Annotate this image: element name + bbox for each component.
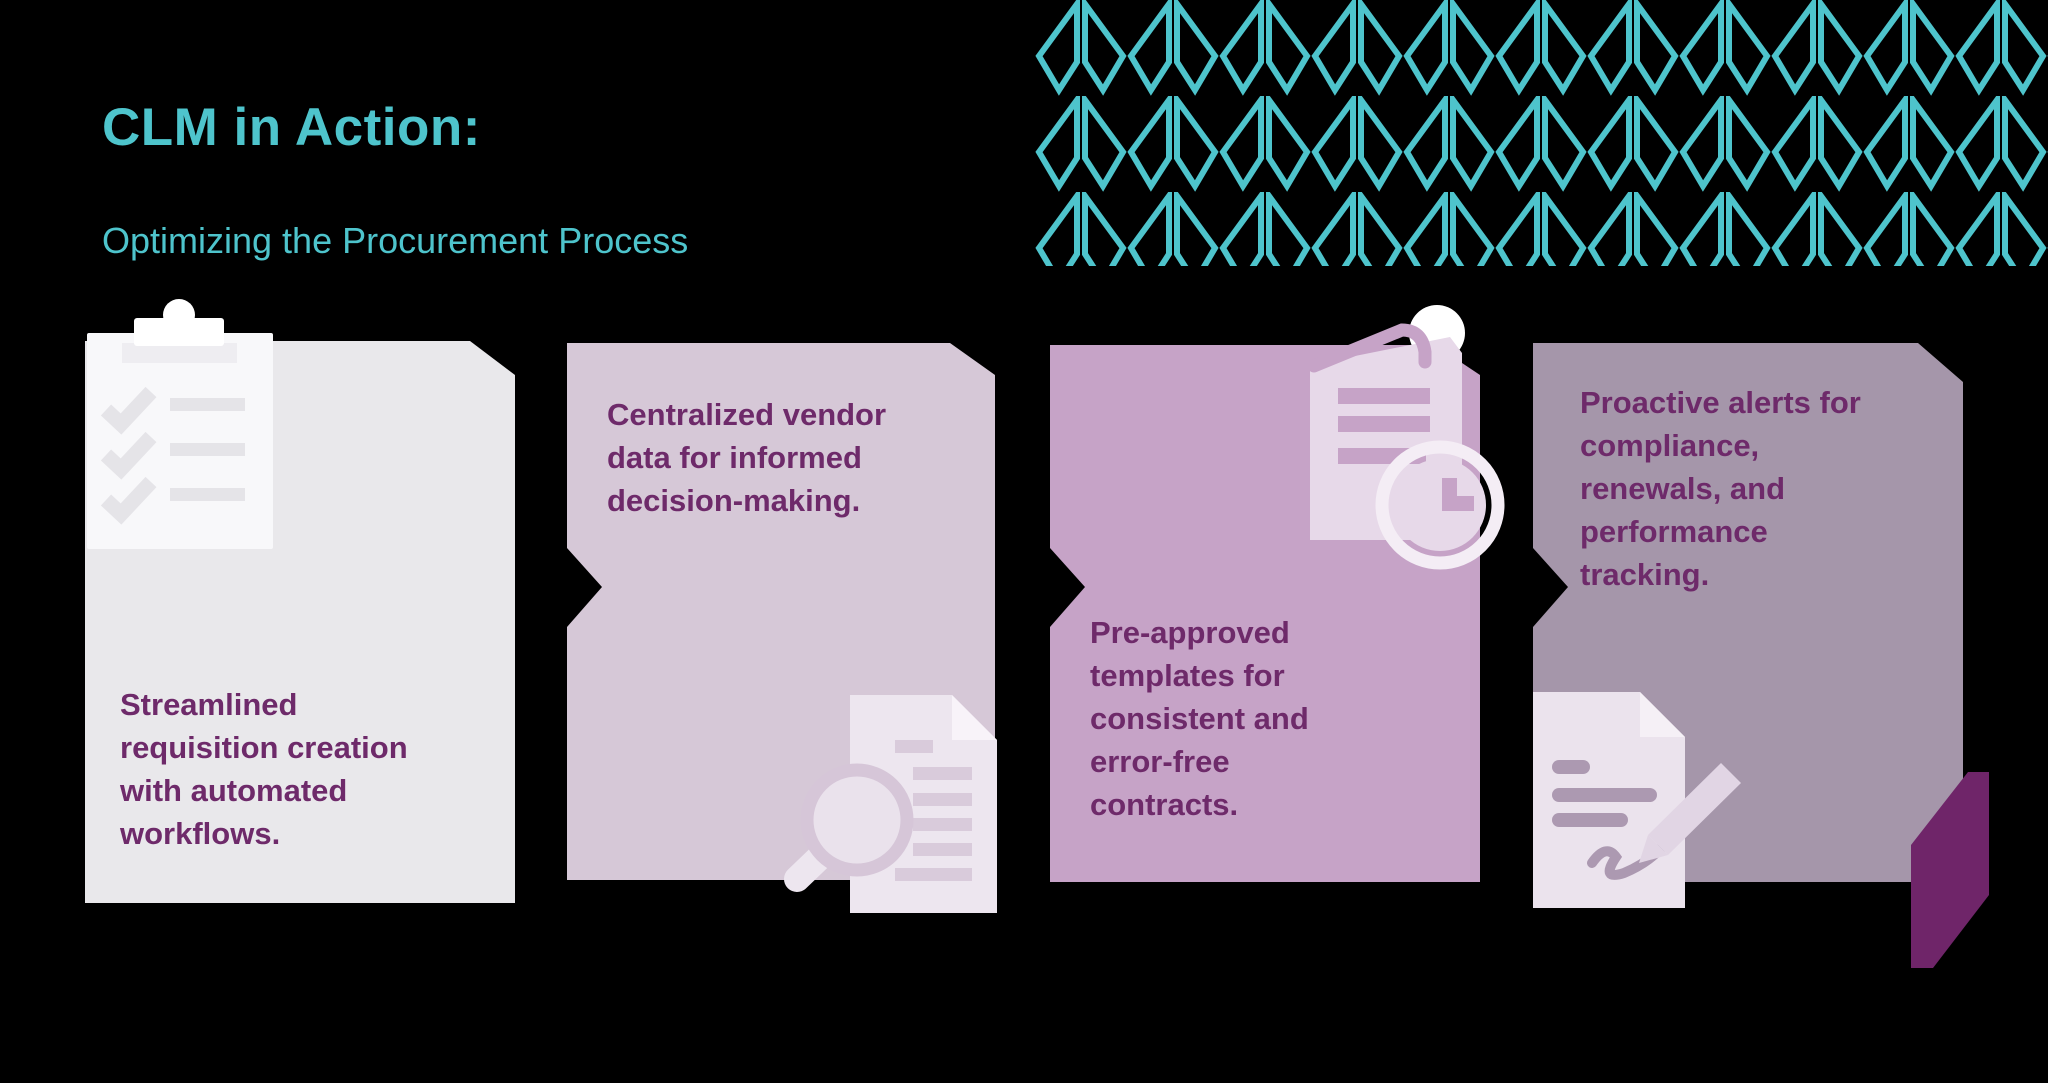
card-text: Streamlined requisition creation with au… bbox=[120, 687, 408, 851]
card-text: Centralized vendor data for informed dec… bbox=[607, 397, 887, 518]
page-subtitle: Optimizing the Procurement Process bbox=[102, 220, 689, 261]
card-text: Proactive alerts for compliance, renewal… bbox=[1580, 385, 1861, 592]
document-search-icon bbox=[784, 695, 997, 913]
card-requisition: Streamlined requisition creation with au… bbox=[85, 341, 515, 903]
checklist-clipboard-icon bbox=[87, 299, 273, 549]
card-text: Pre-approved templates for consistent an… bbox=[1090, 615, 1309, 822]
document-clock-icon bbox=[1307, 305, 1505, 570]
geometric-pattern bbox=[1035, 0, 2048, 266]
page-title: CLM in Action: bbox=[102, 98, 481, 157]
document-signature-icon bbox=[1533, 692, 1741, 908]
card-templates: Pre-approved templates for consistent an… bbox=[1050, 345, 1480, 882]
ribbon-accent bbox=[1911, 772, 1989, 968]
